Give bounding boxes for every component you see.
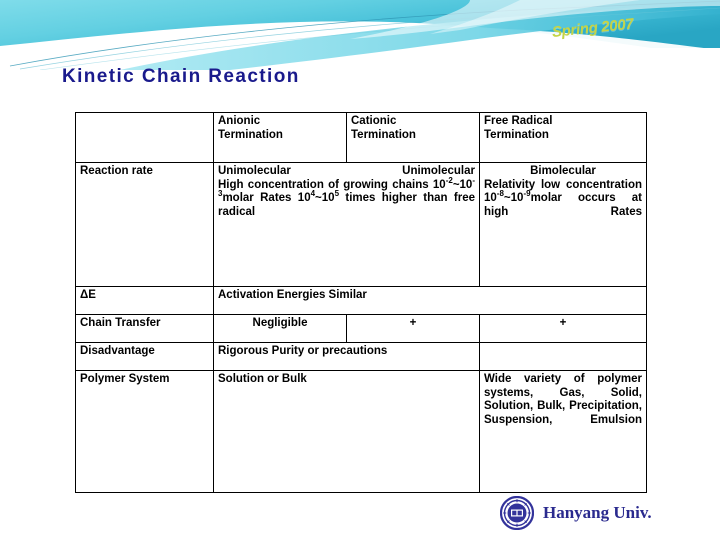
table-row: Reaction rate Unimolecular Unimolecular …: [75, 162, 647, 287]
cell-chain-transfer-anionic: Negligible: [213, 314, 347, 343]
row-label-polymer-system: Polymer System: [75, 370, 214, 493]
comparison-table: Anionic Termination Cationic Termination…: [75, 112, 647, 493]
header-decorative-band: Spring 2007: [0, 0, 720, 70]
cell-reaction-rate-anionic-cationic: Unimolecular Unimolecular High concentra…: [213, 162, 480, 287]
header-cell-blank: [75, 112, 214, 163]
reaction-rate-free-body: Relativity low concentration 10-8~10-9mo…: [484, 178, 642, 218]
table-row: ΔE Activation Energies Similar: [75, 286, 647, 315]
row-label-disadvantage: Disadvantage: [75, 342, 214, 371]
reaction-rate-unimolecular-right: Unimolecular: [402, 165, 475, 177]
header-cationic-line1: Cationic: [351, 115, 397, 127]
cell-disadvantage-anionic-cationic: Rigorous Purity or precautions: [213, 342, 480, 371]
header-cell-anionic: Anionic Termination: [213, 112, 347, 163]
table-row: Chain Transfer Negligible + +: [75, 314, 647, 343]
cell-disadvantage-free-radical: [479, 342, 647, 371]
header-free-line1: Free Radical: [484, 115, 553, 127]
reaction-rate-unimolecular-left: Unimolecular: [218, 165, 291, 177]
footer-institution-label: Hanyang Univ.: [543, 503, 652, 522]
header-cationic-line2: Termination: [351, 128, 416, 141]
row-label-delta-e: ΔE: [75, 286, 214, 315]
table-row: Polymer System Solution or Bulk Wide var…: [75, 370, 647, 493]
header-anionic-line2: Termination: [218, 128, 283, 141]
table-row: Disadvantage Rigorous Purity or precauti…: [75, 342, 647, 371]
row-label-reaction-rate: Reaction rate: [75, 162, 214, 287]
cell-chain-transfer-free-radical: +: [479, 314, 647, 343]
header-swoosh-graphic: [0, 0, 720, 70]
table-header-row: Anionic Termination Cationic Termination…: [75, 112, 647, 163]
header-cell-cationic: Cationic Termination: [346, 112, 480, 163]
header-free-line2: Termination: [484, 128, 549, 141]
reaction-rate-bimolecular-line: Bimolecular: [530, 165, 596, 177]
hanyang-seal-icon: [500, 496, 534, 530]
header-cell-free-radical: Free Radical Termination: [479, 112, 647, 163]
page-title: Kinetic Chain Reaction: [62, 66, 300, 87]
row-label-chain-transfer: Chain Transfer: [75, 314, 214, 343]
cell-chain-transfer-cationic: +: [346, 314, 480, 343]
footer: Hanyang Univ.: [500, 496, 652, 530]
header-anionic-line1: Anionic: [218, 115, 261, 127]
cell-polymer-system-free-radical: Wide variety of polymer systems, Gas, So…: [479, 370, 647, 493]
reaction-rate-unimolecular-line: Unimolecular Unimolecular: [218, 165, 475, 179]
cell-reaction-rate-free-radical: Bimolecular Relativity low concentration…: [479, 162, 647, 287]
cell-polymer-system-anionic-cationic: Solution or Bulk: [213, 370, 480, 493]
reaction-rate-body: High concentration of growing chains 10-…: [218, 175, 475, 218]
cell-delta-e-merged: Activation Energies Similar: [213, 286, 647, 315]
